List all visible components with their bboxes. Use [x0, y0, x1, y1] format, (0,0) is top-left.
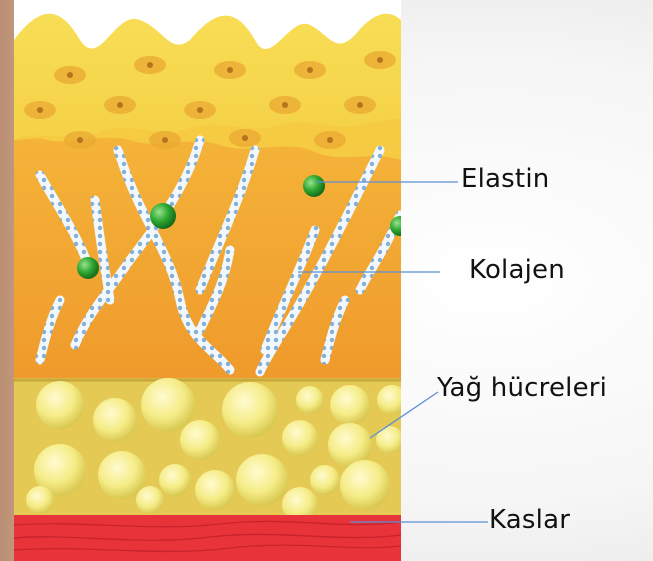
- skin-cross-section: [14, 0, 410, 561]
- label-elastin: Elastin: [461, 164, 549, 194]
- label-kaslar: Kaslar: [489, 505, 570, 535]
- label-kolajen: Kolajen: [469, 255, 565, 285]
- label-yag-hucreleri: Yağ hücreleri: [437, 373, 607, 403]
